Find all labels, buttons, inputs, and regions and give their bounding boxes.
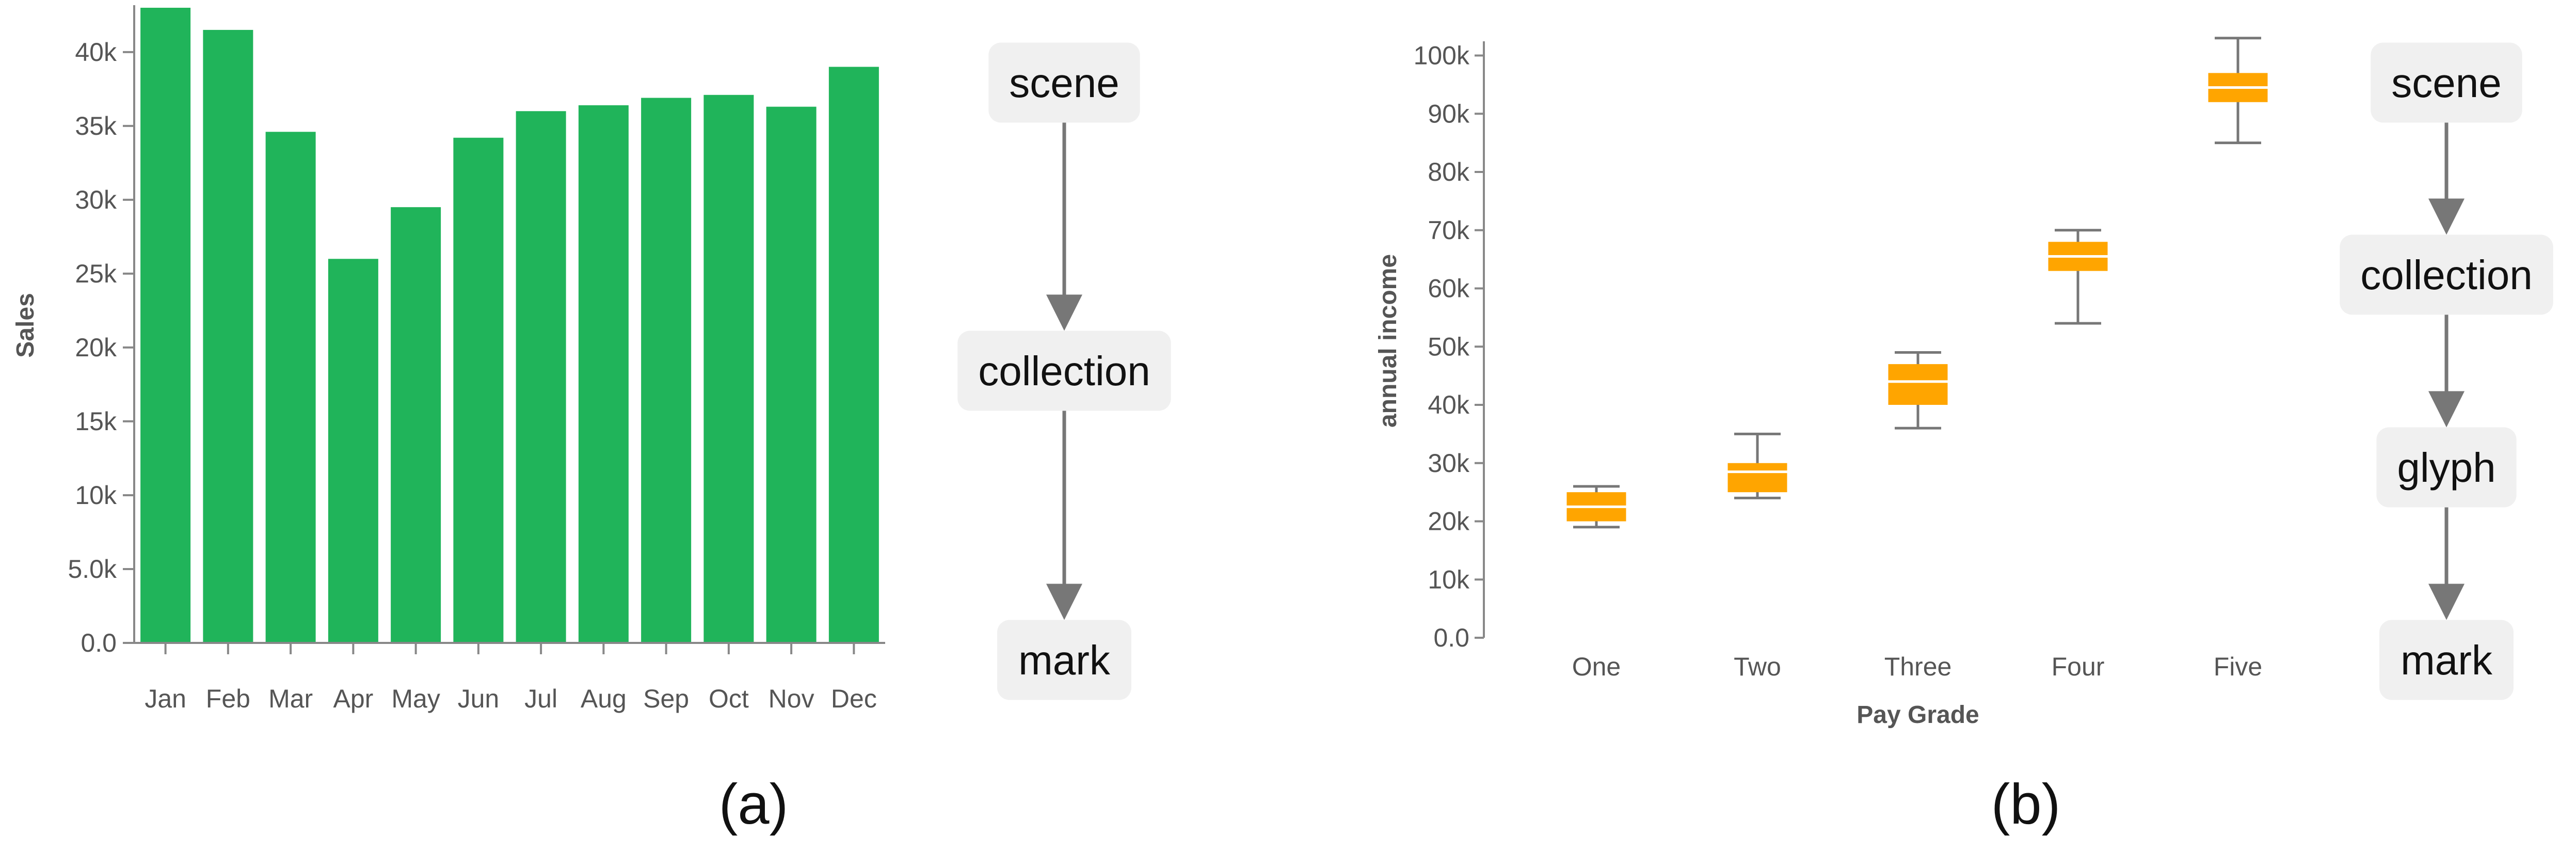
bar-x-tick-label: May [391,684,440,713]
node-label: glyph [2397,445,2495,491]
bar-oct [703,95,754,643]
bar-nov [766,106,817,643]
bar-jun [453,137,504,643]
bar-x-tick-label: Apr [333,684,373,713]
box-x-tick-label: Four [2052,652,2105,681]
bar-x-ticks: Jan Feb Mar Apr May Jun Jul Aug Sep Oct Nov Dec [145,643,877,713]
box-y-tick-label: 30k [1428,449,1470,478]
box-x-ticks: One Two Three Four Five [1572,652,2262,681]
box-y-tick-label: 80k [1428,158,1470,186]
bar-x-tick-label: Sep [643,684,689,713]
caption-a: (a) [719,773,788,836]
node-scene [2371,42,2522,123]
diagram-a: scene collection mark [957,42,1171,700]
box-marks [1566,37,2268,529]
box-y-tick-label: 50k [1428,332,1470,361]
node-glyph [2376,427,2517,508]
bar-apr [328,259,378,643]
bar-x-tick-label: Mar [268,684,313,713]
caption-b: (b) [1991,773,2060,836]
bar-x-tick-label: Nov [769,684,814,713]
bar-x-tick-label: Dec [831,684,877,713]
box-y-tick-label: 10k [1428,565,1470,594]
box-y-tick-label: 40k [1428,390,1470,419]
bar-mar [265,132,316,643]
box-x-axis-title: Pay Grade [1857,701,1979,729]
diagram-b: scene collection glyph mark [2340,42,2553,700]
box-y-axis-title: annual income [1374,254,1402,428]
bar-y-tick-label: 40k [75,38,117,67]
node-mark [2379,620,2514,700]
box-y-tick-label: 70k [1428,216,1470,245]
bar-x-tick-label: Jun [458,684,500,713]
bar-jul [516,111,566,643]
bar-sep [641,98,692,643]
node-label: scene [1009,60,1119,106]
box-y-tick-label: 100k [1414,41,1470,70]
bar-may [391,207,441,643]
box-y-tick-label: 90k [1428,99,1470,128]
node-mark [997,620,1131,700]
box-x-tick-label: Two [1734,652,1781,681]
box-three [1888,364,1948,405]
bar-y-tick-label: 35k [75,112,117,140]
node-label: mark [1018,637,1111,683]
bar-y-tick-label: 25k [75,259,117,288]
box-plot-income: 0.0 10k 20k 30k 40k 50k 60k 70k 80k 90k 100k One Tw… [1374,37,2268,729]
bar-x-tick-label: Feb [206,684,250,713]
bar-marks [140,8,879,643]
box-x-tick-label: One [1572,652,1621,681]
node-collection [957,330,1171,411]
bar-x-tick-label: Oct [709,684,749,713]
bar-y-tick-label: 0.0 [81,628,117,657]
box-two [1727,463,1787,493]
bar-aug [578,105,629,643]
box-y-tick-label: 20k [1428,507,1470,536]
node-scene [988,42,1140,123]
bar-y-tick-label: 5.0k [68,555,117,584]
bar-x-tick-label: Jul [524,684,557,713]
bar-y-tick-label: 30k [75,185,117,214]
box-x-tick-label: Five [2214,652,2262,681]
box-y-tick-label: 0.0 [1433,623,1469,652]
bar-x-tick-label: Aug [581,684,627,713]
bar-y-ticks: 0.0 5.0k 10k 15k 20k 25k 30k 35k 40k [68,38,134,657]
bar-feb [203,29,253,643]
bar-dec [828,67,879,643]
node-label: mark [2401,637,2493,683]
box-y-tick-label: 60k [1428,274,1470,303]
node-label: collection [978,348,1150,394]
bar-jan [140,8,191,643]
node-label: scene [2391,60,2501,106]
box-y-ticks: 0.0 10k 20k 30k 40k 50k 60k 70k 80k 90k 100k [1414,41,1484,652]
bar-y-tick-label: 10k [75,481,117,510]
bar-chart-sales: 0.0 5.0k 10k 15k 20k 25k 30k 35k 40k Jan Feb Mar Ap… [12,5,885,713]
bar-x-tick-label: Jan [145,684,186,713]
box-x-tick-label: Three [1884,652,1952,681]
bar-y-tick-label: 15k [75,407,117,436]
bar-y-tick-label: 20k [75,333,117,362]
node-label: collection [2360,252,2533,298]
node-collection [2340,234,2553,315]
bar-y-axis-title: Sales [12,293,39,357]
